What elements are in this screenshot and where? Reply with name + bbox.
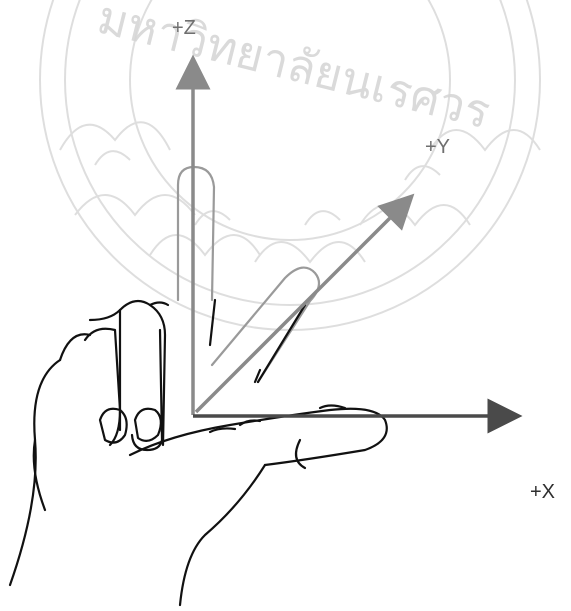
z-axis-label: +Z <box>172 18 196 38</box>
x-axis-label: +X <box>530 482 555 502</box>
y-axis-label: +Y <box>425 137 450 157</box>
y-axis-arrow <box>196 206 402 412</box>
